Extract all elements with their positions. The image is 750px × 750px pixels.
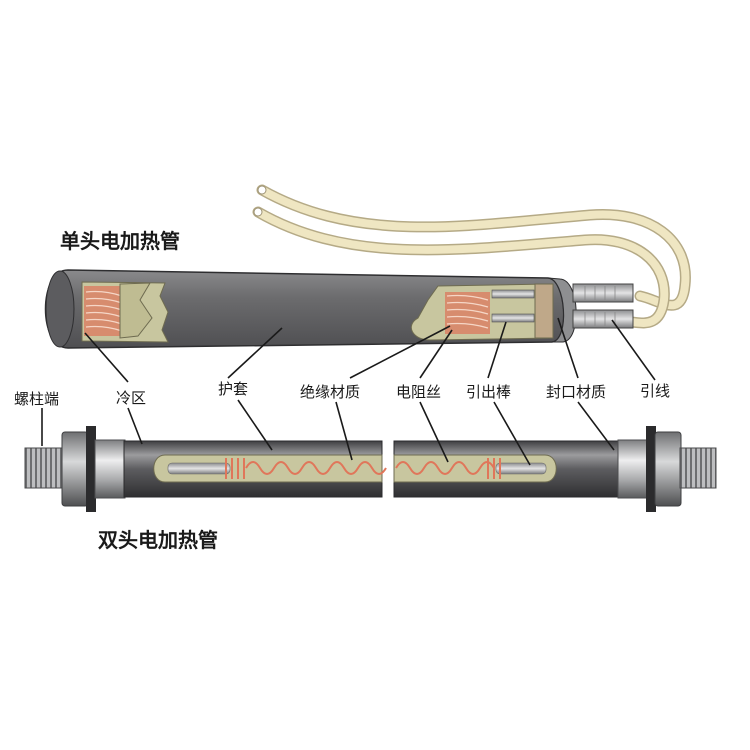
single-left-cutaway-illustration — [81, 281, 169, 343]
double-end-title: 双头电加热管 — [98, 528, 218, 552]
label-seal-material: 封口材质 — [546, 383, 606, 401]
label-insulation: 绝缘材质 — [300, 383, 360, 401]
label-sheath: 护套 — [218, 380, 248, 398]
single-end-title: 单头电加热管 — [60, 229, 180, 253]
label-lead-rod: 引出棒 — [466, 383, 511, 401]
label-resistance-wire: 电阻丝 — [396, 383, 441, 401]
lead-wires-illustration — [252, 184, 691, 329]
label-terminal-stud: 螺柱端 — [14, 390, 59, 408]
single-right-cutaway-illustration — [410, 283, 554, 341]
leader-lines — [41, 317, 656, 466]
single-end-heater — [44, 184, 691, 349]
label-cold-zone: 冷区 — [116, 389, 146, 407]
label-lead-wire: 引线 — [640, 382, 670, 400]
double-end-heater — [24, 426, 717, 512]
